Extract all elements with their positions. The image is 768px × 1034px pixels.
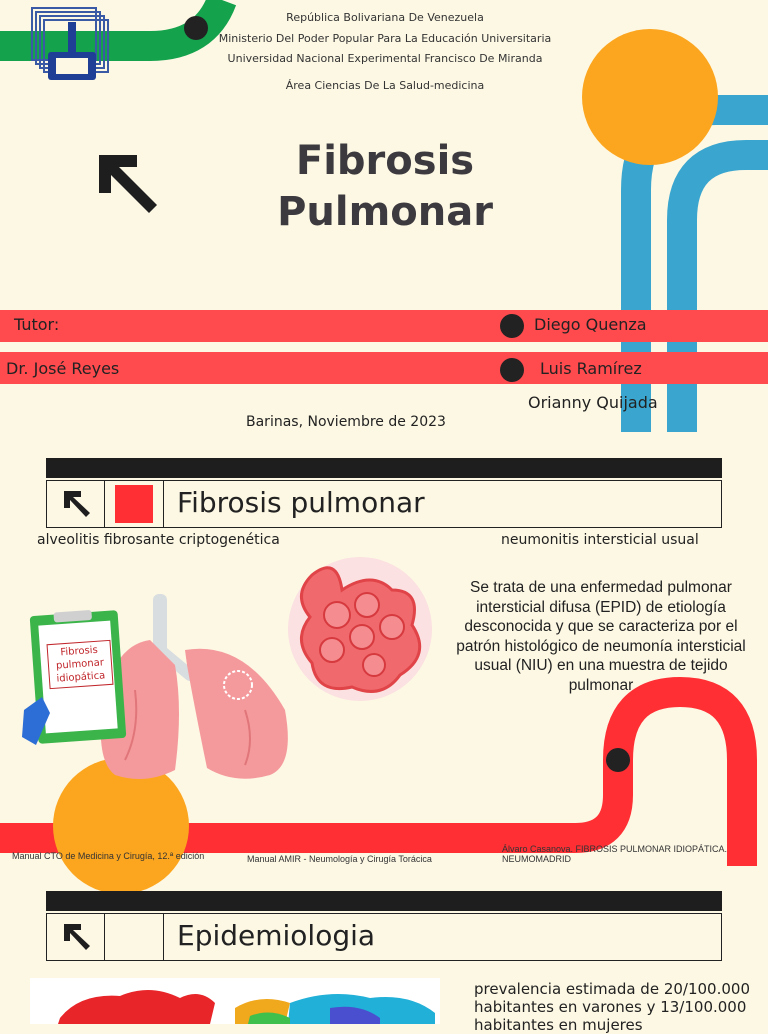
arrow-up-left-icon: [99, 155, 157, 213]
author-2: Luis Ramírez: [540, 359, 642, 378]
prevalence-text: prevalencia estimada de 20/100.000 habit…: [474, 980, 750, 1034]
title-line-1: Fibrosis: [295, 138, 475, 184]
tutor-label: Tutor:: [14, 315, 60, 334]
section2-header: Epidemiologia: [46, 913, 722, 961]
page-title: Fibrosis Pulmonar: [230, 136, 540, 238]
reference-2: Manual AMIR - Neumología y Cirugía Torác…: [247, 854, 432, 864]
red-square: [115, 485, 153, 523]
red-band-2: [0, 352, 768, 384]
section1-bar: [46, 458, 722, 478]
lungs-illustration: [100, 594, 288, 779]
lung-highlight: [223, 670, 253, 700]
section2-bar: [46, 891, 722, 911]
synonym-right: neumonitis intersticial usual: [501, 532, 699, 548]
reference-3: Álvaro Casanova. FIBROSIS PULMONAR IDIOP…: [502, 844, 728, 864]
section1-divider-2: [163, 481, 164, 527]
band-dot-2: [500, 358, 524, 382]
arrow-up-left-icon: [64, 924, 90, 950]
red-band-1: [0, 310, 768, 342]
clipboard-text: Fibrosis pulmonar idiopática: [46, 639, 114, 690]
section2-title: Epidemiologia: [177, 919, 376, 952]
reference-1: Manual CTO de Medicina y Cirugía, 12.ª e…: [12, 851, 205, 861]
author-1: Diego Quenza: [534, 315, 647, 334]
university-logo: [31, 7, 109, 80]
orange-circle: [582, 29, 718, 165]
header-ministry: Ministerio Del Poder Popular Para La Edu…: [218, 32, 552, 45]
section1-description: Se trata de una enfermedad pulmonar inte…: [456, 579, 746, 694]
red-curve-dot: [606, 748, 630, 772]
header-area: Área Ciencias De La Salud-medicina: [285, 79, 485, 92]
world-map-image: [30, 978, 440, 1024]
section1-header: Fibrosis pulmonar: [46, 480, 722, 528]
author-3: Orianny Quijada: [528, 393, 658, 412]
band-dot-1: [500, 314, 524, 338]
header-university: Universidad Nacional Experimental Franci…: [227, 52, 543, 65]
blue-glove: [22, 697, 50, 745]
alveoli-illustration: [288, 557, 432, 701]
synonym-left: alveolitis fibrosante criptogenética: [37, 532, 280, 548]
arrow-up-left-icon: [64, 491, 90, 517]
section1-divider-1: [104, 481, 105, 527]
header-country: República Bolivariana De Venezuela: [286, 11, 484, 24]
blue-arch-inner: [667, 140, 768, 432]
section1-title: Fibrosis pulmonar: [177, 486, 425, 519]
clipboard-illustration: [22, 610, 127, 745]
title-line-2: Pulmonar: [277, 189, 493, 235]
section2-divider-1: [104, 914, 105, 960]
place-date: Barinas, Noviembre de 2023: [246, 414, 446, 430]
section2-divider-2: [163, 914, 164, 960]
tutor-name: Dr. José Reyes: [6, 359, 120, 378]
green-curve: [0, 0, 237, 61]
